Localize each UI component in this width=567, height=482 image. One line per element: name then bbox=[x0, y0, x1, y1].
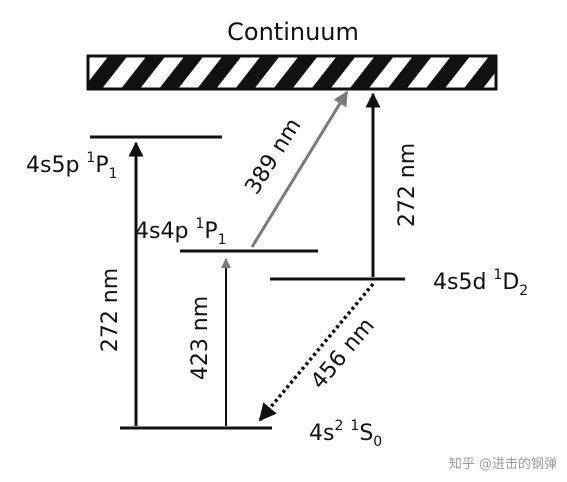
continuum-label: Continuum bbox=[227, 18, 359, 46]
label-456nm: 456 nm bbox=[306, 313, 379, 394]
label-4s4p-1P1: 4s4p 1P1 bbox=[135, 216, 227, 248]
label-4s5p-1P1: 4s5p 1P1 bbox=[26, 150, 118, 182]
label-389nm: 389 nm bbox=[241, 114, 307, 199]
watermark-text: 知乎 @进击的钢弹 bbox=[449, 456, 557, 472]
label-4s5d-1D2: 4s5d 1D2 bbox=[433, 267, 528, 299]
label-272nm-left: 272 nm bbox=[98, 268, 123, 352]
label-ground-4s2-1S0: 4s2 1S0 bbox=[309, 418, 382, 450]
continuum-band-hatching bbox=[88, 56, 496, 89]
label-423nm: 423 nm bbox=[188, 296, 213, 380]
label-272nm-right: 272 nm bbox=[395, 143, 420, 227]
arrow-389nm bbox=[250, 90, 349, 248]
